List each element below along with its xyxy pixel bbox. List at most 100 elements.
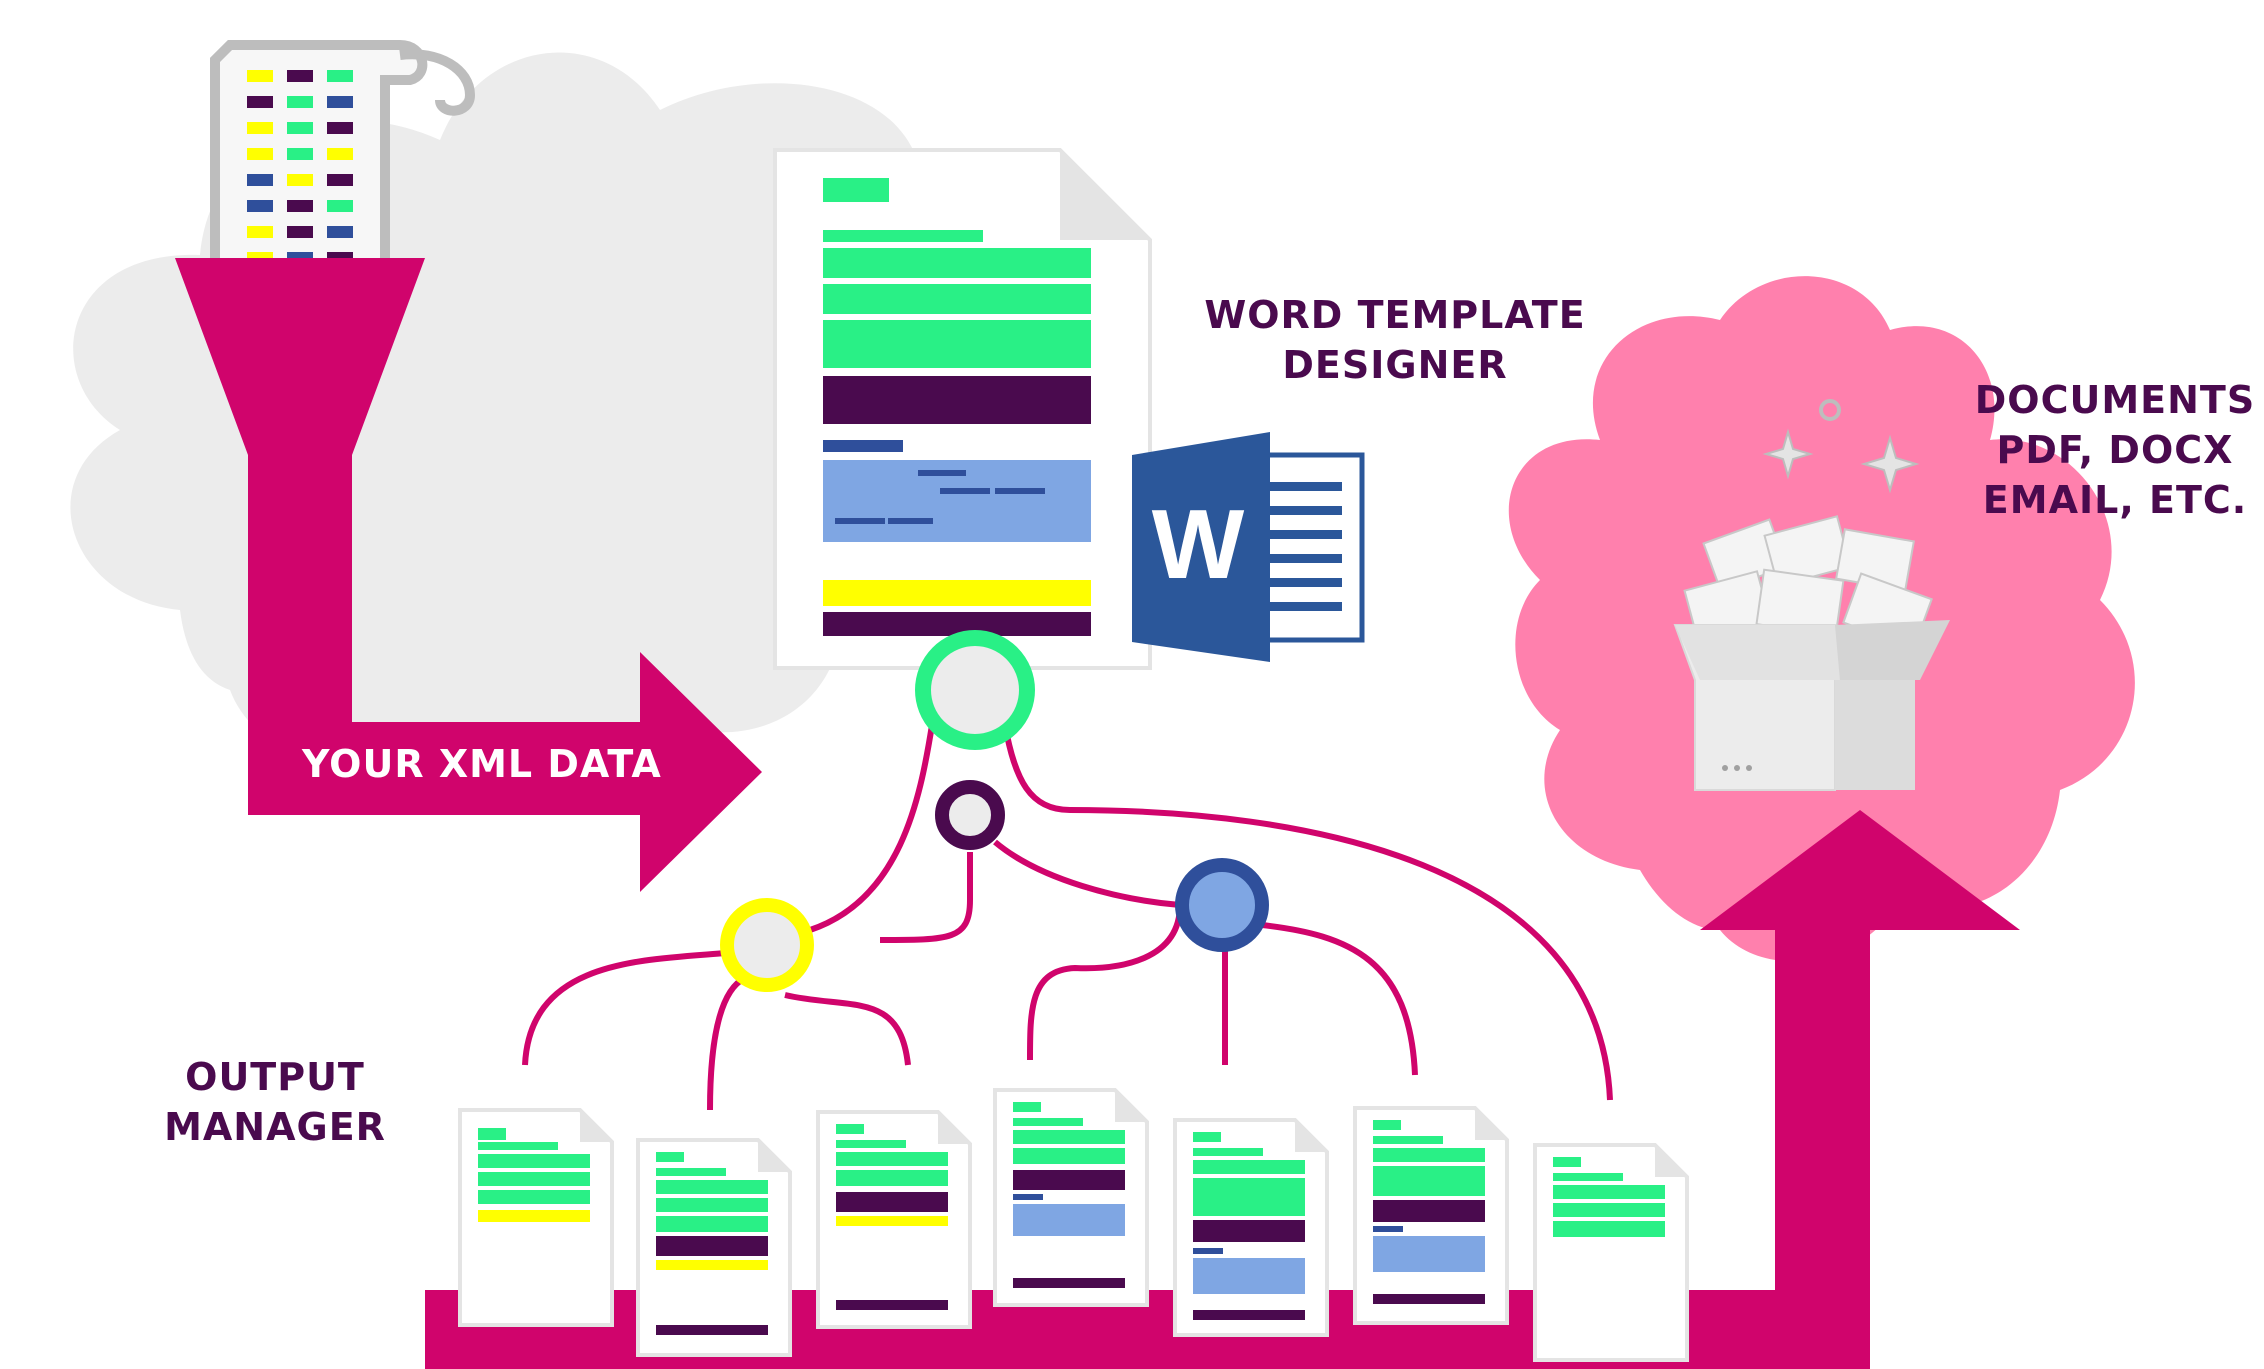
documents-line3: EMAIL, ETC.	[1982, 478, 2248, 522]
output-document-block	[656, 1325, 768, 1335]
output-document-block	[656, 1152, 684, 1162]
connection-lines	[522, 724, 1613, 1111]
output-document-block	[1013, 1278, 1125, 1288]
output-document-fold	[758, 1140, 790, 1172]
output-document-fold	[938, 1112, 970, 1144]
output-document-block	[1373, 1166, 1485, 1196]
output-document-block	[1373, 1294, 1485, 1304]
word-template-designer-line2: DESIGNER	[1282, 343, 1508, 387]
output-document-block	[1193, 1310, 1305, 1320]
scroll-cell	[247, 122, 273, 134]
scroll-cell	[327, 96, 353, 108]
output-document-block	[836, 1124, 864, 1134]
output-document-block	[478, 1142, 558, 1150]
output-document-icon	[458, 1108, 614, 1327]
output-document-block	[1373, 1148, 1485, 1162]
output-document-block	[1193, 1148, 1263, 1156]
output-document-block	[1013, 1118, 1083, 1126]
output-document-block	[656, 1198, 768, 1212]
scroll-cell	[327, 148, 353, 160]
output-document-block	[656, 1180, 768, 1194]
output-document-block	[836, 1170, 948, 1186]
output-manager-line2: MANAGER	[164, 1105, 386, 1149]
documents-line1: DOCUMENTS	[1974, 378, 2256, 422]
xml-scroll-icon	[210, 40, 476, 275]
output-document-block	[1373, 1120, 1401, 1130]
output-document-block	[836, 1216, 948, 1226]
output-document-block	[1013, 1130, 1125, 1144]
output-document-fold	[1295, 1120, 1327, 1152]
output-document-icon	[1533, 1143, 1689, 1362]
output-document-block	[478, 1190, 590, 1204]
scroll-cell	[247, 200, 273, 212]
output-document-block	[836, 1152, 948, 1166]
output-document-block	[1553, 1173, 1623, 1181]
output-document-block	[1013, 1204, 1125, 1236]
scroll-cell	[287, 200, 313, 212]
scroll-cell	[247, 148, 273, 160]
scroll-cell	[287, 70, 313, 82]
output-document-icon	[816, 1110, 972, 1329]
output-document-block	[1193, 1160, 1305, 1174]
output-document-block	[1193, 1178, 1305, 1216]
output-document-block	[1013, 1102, 1041, 1112]
output-document-block	[1373, 1236, 1485, 1272]
output-document-block	[1193, 1132, 1221, 1142]
node-circle-icon	[720, 630, 1269, 992]
output-document-block	[656, 1236, 768, 1256]
output-document-icon	[636, 1138, 792, 1357]
output-document-block	[1193, 1258, 1305, 1294]
scroll-cell	[247, 226, 273, 238]
output-document-block	[1013, 1148, 1125, 1164]
word-logo-letter: W	[1152, 489, 1245, 599]
xml-data-label: YOUR XML DATA	[302, 742, 662, 786]
scroll-cell	[327, 226, 353, 238]
scroll-cell	[287, 174, 313, 186]
document-box-icon	[1673, 399, 1950, 791]
word-logo-icon: W	[1132, 432, 1365, 662]
output-manager-line1: OUTPUT	[185, 1055, 365, 1099]
scroll-cell	[327, 200, 353, 212]
output-document-block	[1013, 1170, 1125, 1190]
documents-label: DOCUMENTS PDF, DOCX EMAIL, ETC.	[1970, 375, 2260, 525]
output-document-block	[656, 1216, 768, 1232]
output-document-block	[1373, 1136, 1443, 1144]
scroll-cell	[287, 96, 313, 108]
output-document-block	[1013, 1194, 1043, 1200]
output-documents	[458, 1088, 1689, 1362]
scroll-cell	[247, 174, 273, 186]
output-document-block	[1553, 1221, 1665, 1237]
output-document-fold	[580, 1110, 612, 1142]
scroll-cell	[327, 122, 353, 134]
output-document-block	[1373, 1200, 1485, 1222]
scroll-cell	[287, 122, 313, 134]
output-document-block	[478, 1210, 590, 1222]
output-document-block	[478, 1154, 590, 1168]
scroll-cell	[327, 174, 353, 186]
output-document-block	[1553, 1185, 1665, 1199]
word-template-designer-line1: WORD TEMPLATE	[1204, 293, 1586, 337]
output-document-block	[656, 1168, 726, 1176]
scroll-cell	[247, 70, 273, 82]
output-document-block	[656, 1260, 768, 1270]
output-document-block	[836, 1300, 948, 1310]
scroll-cell	[287, 148, 313, 160]
documents-line2: PDF, DOCX	[1996, 428, 2234, 472]
output-document-icon	[993, 1088, 1149, 1307]
word-template-document	[773, 148, 1152, 670]
output-document-block	[1553, 1157, 1581, 1167]
output-document-fold	[1115, 1090, 1147, 1122]
funnel-icon	[175, 258, 762, 892]
word-template-designer-label: WORD TEMPLATE DESIGNER	[1195, 290, 1595, 390]
output-document-icon	[1353, 1106, 1509, 1325]
output-document-fold	[1655, 1145, 1687, 1177]
output-document-fold	[1475, 1108, 1507, 1140]
output-document-block	[1193, 1248, 1223, 1254]
output-document-icon	[1173, 1118, 1329, 1337]
output-document-block	[1373, 1226, 1403, 1232]
scroll-cell	[247, 96, 273, 108]
output-document-block	[478, 1128, 506, 1140]
output-document-block	[836, 1140, 906, 1148]
output-manager-label: OUTPUT MANAGER	[140, 1052, 410, 1152]
